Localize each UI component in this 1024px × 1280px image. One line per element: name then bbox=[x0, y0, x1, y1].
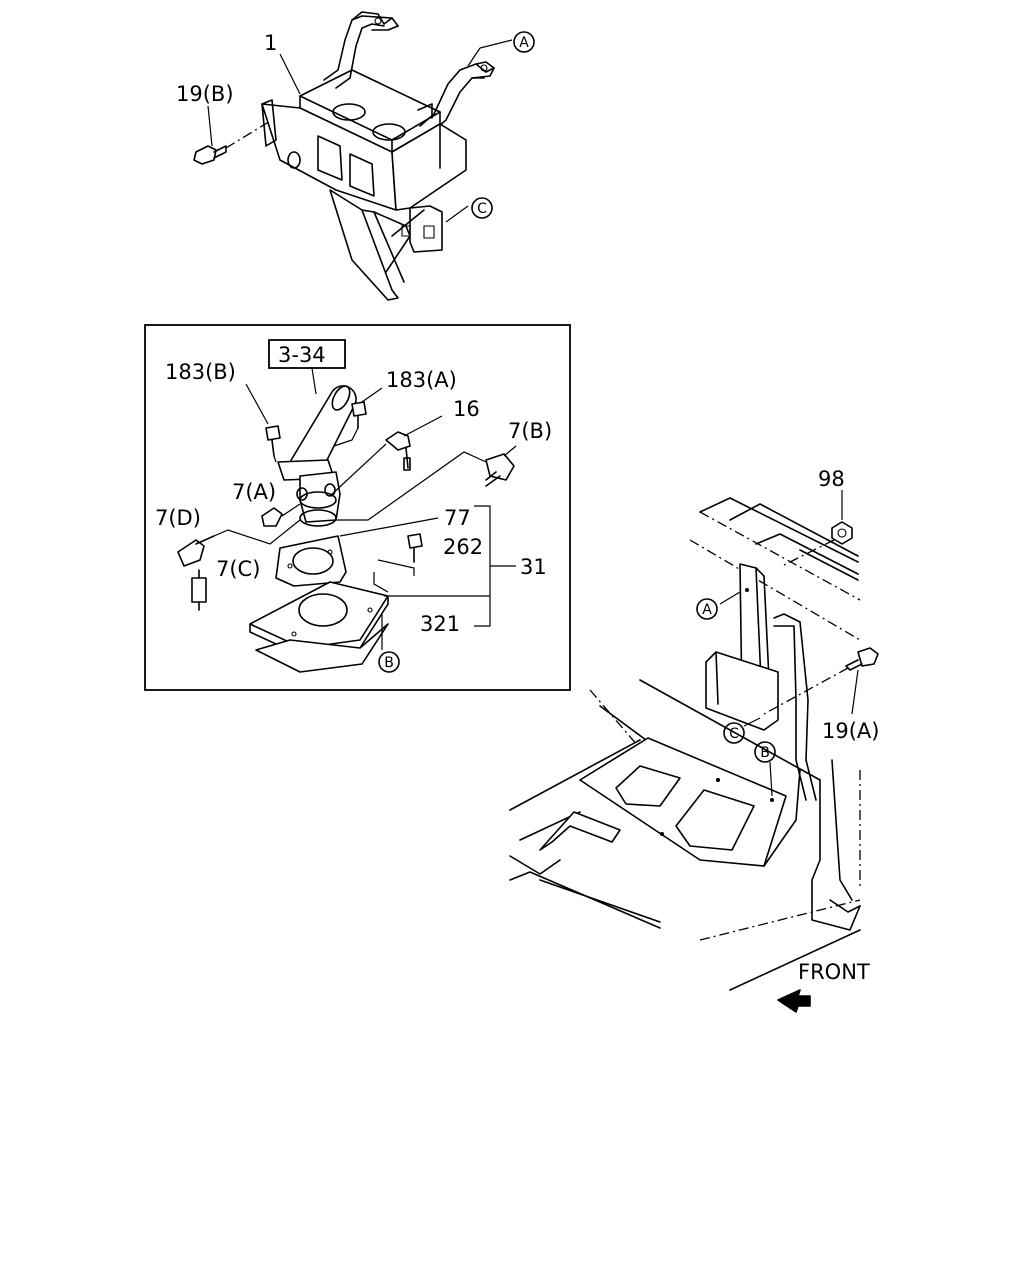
circle-ref-b-inset: B bbox=[378, 651, 400, 673]
part-label-262: 262 bbox=[443, 535, 483, 559]
part-label-183b: 183(B) bbox=[165, 360, 236, 384]
part-label-16: 16 bbox=[453, 397, 480, 421]
part-label-7c: 7(C) bbox=[216, 557, 260, 581]
circle-ref-c-top: C bbox=[471, 197, 493, 219]
part-label-1: 1 bbox=[264, 31, 277, 55]
bracket-assembly bbox=[193, 11, 495, 301]
front-label: FRONT bbox=[798, 960, 870, 984]
part-label-77: 77 bbox=[444, 506, 471, 530]
circle-ref-a-top: A bbox=[513, 31, 535, 53]
detail-inset-frame bbox=[144, 324, 571, 691]
reference-box bbox=[268, 339, 346, 369]
svg-text:A: A bbox=[702, 602, 712, 618]
svg-text:B: B bbox=[384, 655, 394, 671]
part-label-7d: 7(D) bbox=[155, 506, 201, 530]
svg-text:A: A bbox=[519, 35, 529, 51]
part-label-7b: 7(B) bbox=[508, 419, 552, 443]
valve-assembly bbox=[177, 339, 516, 673]
vehicle-frame-view bbox=[509, 497, 879, 1013]
part-label-19a: 19(A) bbox=[822, 719, 879, 743]
label-leaders bbox=[207, 39, 859, 797]
part-label-98: 98 bbox=[818, 467, 845, 491]
circle-ref-c-frame: C bbox=[723, 722, 745, 744]
svg-text:C: C bbox=[477, 201, 487, 217]
ref-box-label: 3-34 bbox=[278, 343, 326, 367]
part-label-321: 321 bbox=[420, 612, 460, 636]
part-label-183a: 183(A) bbox=[386, 368, 457, 392]
front-arrow-icon bbox=[777, 989, 811, 1013]
circle-ref-a-frame: A bbox=[696, 598, 718, 620]
part-label-7a: 7(A) bbox=[232, 480, 276, 504]
svg-text:B: B bbox=[760, 745, 770, 761]
part-label-31: 31 bbox=[520, 555, 547, 579]
part-label-19b: 19(B) bbox=[176, 82, 234, 106]
svg-text:C: C bbox=[729, 726, 739, 742]
circle-ref-b-frame: B bbox=[754, 741, 776, 763]
